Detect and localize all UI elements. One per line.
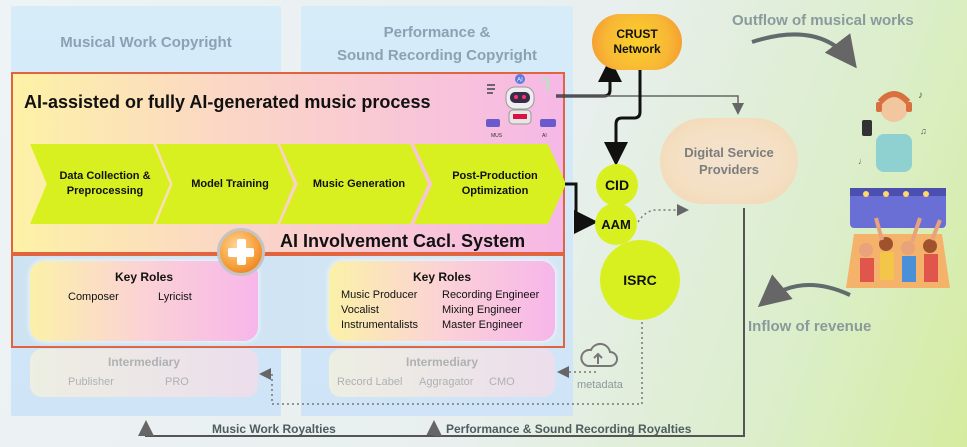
svg-text:♩: ♩ <box>858 156 867 166</box>
music-work-royalties-label: Music Work Royalties <box>212 422 336 436</box>
intermediary-pro: PRO <box>165 376 189 388</box>
plus-icon <box>217 228 265 276</box>
perf-key-roles-heading: Key Roles <box>412 270 472 284</box>
role-instrumentalists: Instrumentalists <box>341 319 419 331</box>
role-music-producer: Music Producer <box>341 289 418 301</box>
inflow-label: Inflow of revenue <box>748 318 872 335</box>
step-3-label: Music Generation <box>312 177 406 190</box>
performance-title-line2: Sound Recording Copyright <box>337 47 537 64</box>
performance-key-roles-card: Key Roles Music Producer Vocalist Instru… <box>329 261 555 341</box>
perf-intermediary-heading: Intermediary <box>405 355 479 369</box>
music-intermediary-card: Intermediary Publisher PRO <box>30 349 258 397</box>
crust-line1: CRUST <box>616 27 658 41</box>
music-intermediary-heading: Intermediary <box>107 355 181 369</box>
perf-intermediary-card: Intermediary Record Label Aggragator CMO <box>329 349 555 397</box>
step-1-line2: Preprocessing <box>66 185 144 197</box>
intermediary-cmo: CMO <box>489 376 515 388</box>
role-recording-engineer: Recording Engineer <box>442 289 540 301</box>
performance-title-line1: Performance & <box>383 24 491 41</box>
step-data-collection: Data Collection & Preprocessing <box>30 144 170 224</box>
dsp-line2: Providers <box>699 162 759 177</box>
outflow-label: Outflow of musical works <box>732 12 914 29</box>
role-composer: Composer <box>68 291 119 303</box>
listener-icon: ♪ ♫ ♩ <box>858 90 927 172</box>
ai-process-title: AI-assisted or fully AI-generated music … <box>24 92 431 112</box>
role-lyricist: Lyricist <box>158 291 192 303</box>
intermediary-record-label: Record Label <box>337 376 403 388</box>
robot-right-tag: AI <box>542 133 547 139</box>
metadata-label: metadata <box>577 379 623 391</box>
svg-text:♫: ♫ <box>920 126 927 136</box>
robot-badge-text: AI <box>517 78 523 84</box>
robot-left-tag: MUS <box>491 133 503 139</box>
aam-node: AAM <box>595 203 637 245</box>
step-model-training: Model Training <box>156 144 294 224</box>
step-music-generation: Music Generation <box>280 144 428 224</box>
step-4-line1: Post-Production <box>452 170 538 182</box>
intermediary-aggragator: Aggragator <box>419 376 474 388</box>
intermediary-publisher: Publisher <box>68 376 114 388</box>
crust-line2: Network <box>613 42 661 56</box>
musical-work-title: Musical Work Copyright <box>60 34 232 51</box>
dsp-line1: Digital Service <box>684 145 774 160</box>
svg-text:♪: ♪ <box>918 90 923 101</box>
role-vocalist: Vocalist <box>341 304 379 316</box>
step-2-label: Model Training <box>191 177 269 190</box>
step-4-line2: Optimization <box>461 185 529 197</box>
step-1-line1: Data Collection & <box>59 170 151 182</box>
concert-crowd-icon <box>846 188 950 288</box>
role-master-engineer: Master Engineer <box>442 319 523 331</box>
cid-node: CID <box>596 164 638 206</box>
cloud-upload-icon <box>580 342 618 367</box>
music-key-roles-heading: Key Roles <box>114 270 174 284</box>
music-key-roles-card: Key Roles Composer Lyricist <box>30 261 258 341</box>
isrc-node: ISRC <box>600 240 680 320</box>
role-mixing-engineer: Mixing Engineer <box>442 304 521 316</box>
perf-royalties-label: Performance & Sound Recording Royalties <box>446 422 692 436</box>
ai-involvement-system-label: AI Involvement Cacl. System <box>280 231 526 251</box>
robot-icon: AI MUS AI <box>486 74 556 139</box>
